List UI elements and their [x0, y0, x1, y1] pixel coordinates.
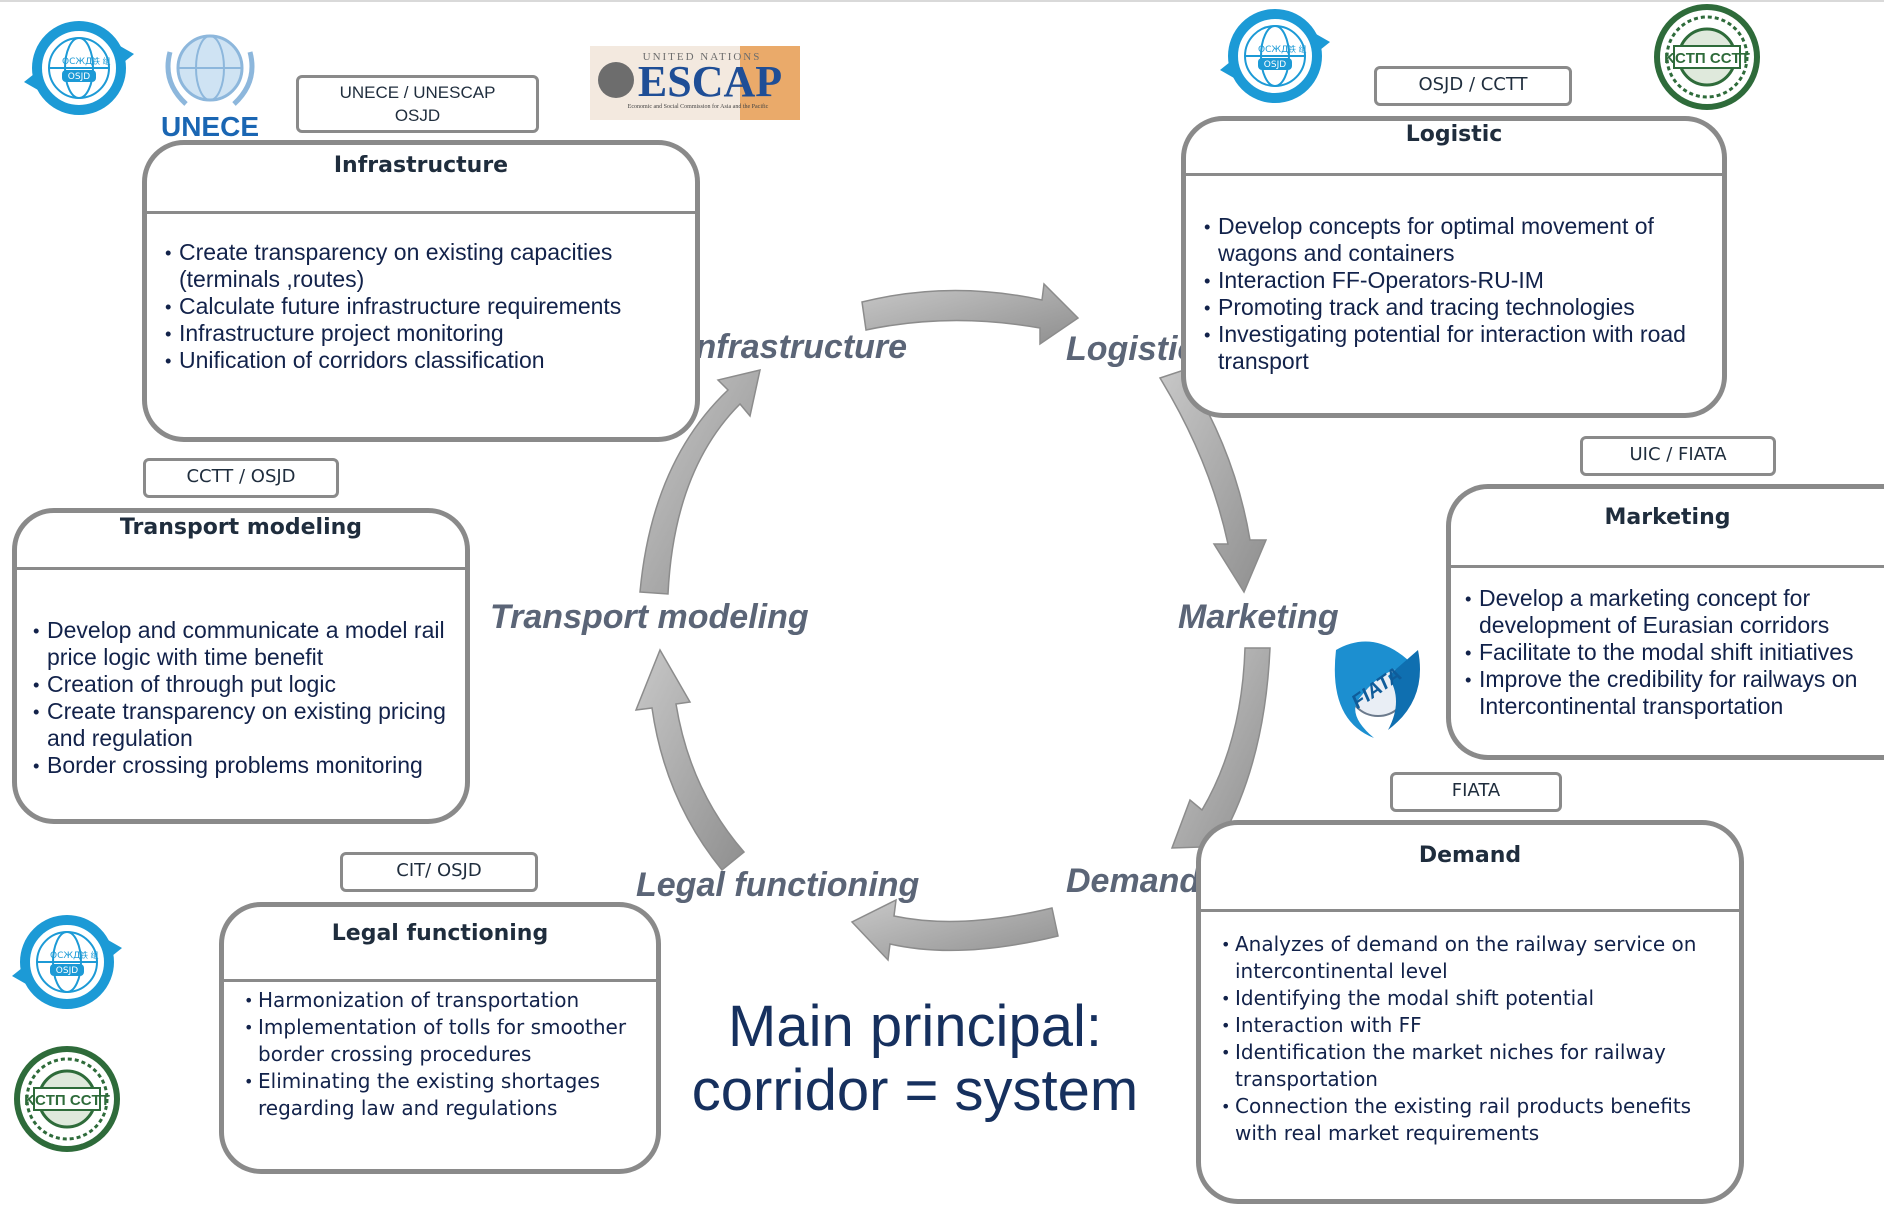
list-item: Eliminating the existing shortages regar… — [244, 1068, 646, 1122]
svg-text:OSJD: OSJD — [1264, 60, 1286, 70]
box-logistic-list: Develop concepts for optimal movement of… — [1204, 213, 1712, 375]
cctt-logo-bottom-left: KCTП CCTT — [14, 1046, 120, 1152]
top-rule — [0, 0, 1884, 2]
svg-text:铁 组: 铁 组 — [80, 950, 99, 960]
escap-logo: UNITED NATIONS ESCAP Economic and Social… — [590, 46, 800, 120]
box-marketing-title: Marketing — [1451, 489, 1884, 568]
list-item: Unification of corridors classification — [165, 347, 685, 374]
box-transport-title: Transport modeling — [17, 513, 465, 570]
main-principle-line2: corridor = system — [691, 1058, 1139, 1123]
box-transport: Transport modeling Develop and communica… — [12, 508, 470, 824]
list-item: Connection the existing rail products be… — [1221, 1093, 1729, 1147]
list-item: Identification the market niches for rai… — [1221, 1039, 1729, 1093]
cycle-label-transport: Transport modeling — [490, 598, 809, 636]
svg-text:铁 组: 铁 组 — [92, 56, 111, 66]
list-item: Promoting track and tracing technologies — [1204, 294, 1712, 321]
svg-text:铁 组: 铁 组 — [1288, 44, 1307, 54]
list-item: Analyzes of demand on the railway servic… — [1221, 931, 1729, 985]
box-infrastructure-title: Infrastructure — [147, 145, 695, 214]
box-marketing-list: Develop a marketing concept for developm… — [1465, 585, 1880, 720]
arrow-demand-to-legal — [850, 898, 1059, 962]
box-infrastructure-list: Create transparency on existing capaciti… — [165, 239, 685, 374]
arrow-transport-to-infra — [639, 368, 761, 595]
tag-marketing: UIC / FIATA — [1580, 436, 1776, 476]
box-marketing: Marketing Develop a marketing concept fo… — [1446, 484, 1884, 760]
box-demand-title: Demand — [1201, 825, 1739, 912]
tag-transport: CCTT / OSJD — [143, 458, 339, 498]
list-item: Create transparency on existing pricing … — [33, 698, 455, 752]
arrow-legal-to-transport — [634, 648, 746, 872]
box-legal-list: Harmonization of transportation Implemen… — [244, 987, 646, 1122]
svg-text:ОСЖД: ОСЖД — [62, 57, 92, 67]
box-demand-list: Analyzes of demand on the railway servic… — [1221, 931, 1729, 1147]
unece-logo: UNECE — [161, 34, 259, 142]
fiata-logo: FIATA — [1334, 641, 1420, 738]
list-item: Develop a marketing concept for developm… — [1465, 585, 1880, 639]
list-item: Interaction FF-Operators-RU-IM — [1204, 267, 1712, 294]
svg-text:KCTП CCTT: KCTП CCTT — [1664, 50, 1750, 67]
box-transport-list: Develop and communicate a model rail pri… — [33, 617, 455, 779]
box-logistic: Logistic Develop concepts for optimal mo… — [1181, 116, 1727, 418]
cycle-label-infrastructure: Infrastructure — [686, 328, 908, 366]
box-legal: Legal functioning Harmonization of trans… — [219, 902, 661, 1174]
cctt-logo-top-right: KCTП CCTT — [1654, 4, 1760, 110]
box-infrastructure: Infrastructure Create transparency on ex… — [142, 140, 700, 442]
cycle-label-marketing: Marketing — [1178, 598, 1339, 636]
list-item: Harmonization of transportation — [244, 987, 646, 1014]
svg-text:KCTП CCTT: KCTП CCTT — [24, 1092, 110, 1109]
list-item: Border crossing problems monitoring — [33, 752, 455, 779]
list-item: Improve the credibility for railways on … — [1465, 666, 1880, 720]
svg-text:ESCAP: ESCAP — [638, 57, 782, 106]
list-item: Infrastructure project monitoring — [165, 320, 685, 347]
list-item: Develop concepts for optimal movement of… — [1204, 213, 1712, 267]
svg-text:OSJD: OSJD — [56, 966, 78, 976]
osjd-logo-top-right: ОСЖД 铁 组 OSJD — [1220, 9, 1330, 103]
tag-infrastructure-line2: OSJD — [394, 106, 441, 125]
cycle-label-logistic: Logistic — [1066, 330, 1197, 368]
svg-text:ОСЖД: ОСЖД — [50, 951, 80, 961]
svg-text:UNITED NATIONS: UNITED NATIONS — [643, 51, 762, 63]
svg-text:OSJD: OSJD — [68, 72, 90, 82]
tag-legal: CIT/ OSJD — [340, 852, 538, 892]
box-legal-title: Legal functioning — [224, 907, 656, 982]
list-item: Creation of through put logic — [33, 671, 455, 698]
cycle-label-demand: Demand — [1066, 862, 1201, 900]
box-logistic-title: Logistic — [1186, 121, 1722, 176]
list-item: Develop and communicate a model rail pri… — [33, 617, 455, 671]
list-item: Identifying the modal shift potential — [1221, 985, 1729, 1012]
svg-text:Economic and Social Commission: Economic and Social Commission for Asia … — [628, 103, 769, 110]
tag-logistic: OSJD / CCTT — [1374, 66, 1572, 106]
cycle-label-legal: Legal functioning — [636, 866, 920, 904]
list-item: Interaction with FF — [1221, 1012, 1729, 1039]
main-principle: Main principal: corridor = system — [660, 995, 1170, 1123]
svg-text:UNECE: UNECE — [161, 111, 259, 142]
tag-demand: FIATA — [1390, 772, 1562, 812]
list-item: Calculate future infrastructure requirem… — [165, 293, 685, 320]
arrow-infra-to-logistic — [861, 282, 1080, 346]
list-item: Create transparency on existing capaciti… — [165, 239, 685, 293]
list-item: Implementation of tolls for smoother bor… — [244, 1014, 646, 1068]
svg-text:ОСЖД: ОСЖД — [1258, 45, 1288, 55]
arrow-marketing-to-demand — [1170, 647, 1271, 849]
list-item: Facilitate to the modal shift initiative… — [1465, 639, 1880, 666]
arrow-logistic-to-marketing — [1158, 369, 1268, 594]
tag-infrastructure: UNECE / UNESCAP OSJD — [296, 75, 539, 133]
box-demand: Demand Analyzes of demand on the railway… — [1196, 820, 1744, 1204]
main-principle-line1: Main principal: — [728, 994, 1102, 1059]
list-item: Investigating potential for interaction … — [1204, 321, 1712, 375]
tag-infrastructure-line1: UNECE / UNESCAP — [339, 83, 496, 102]
osjd-logo-bottom-left: ОСЖД 铁 组 OSJD — [12, 915, 122, 1009]
osjd-logo-top-left: ОСЖД 铁 组 OSJD — [24, 21, 134, 115]
